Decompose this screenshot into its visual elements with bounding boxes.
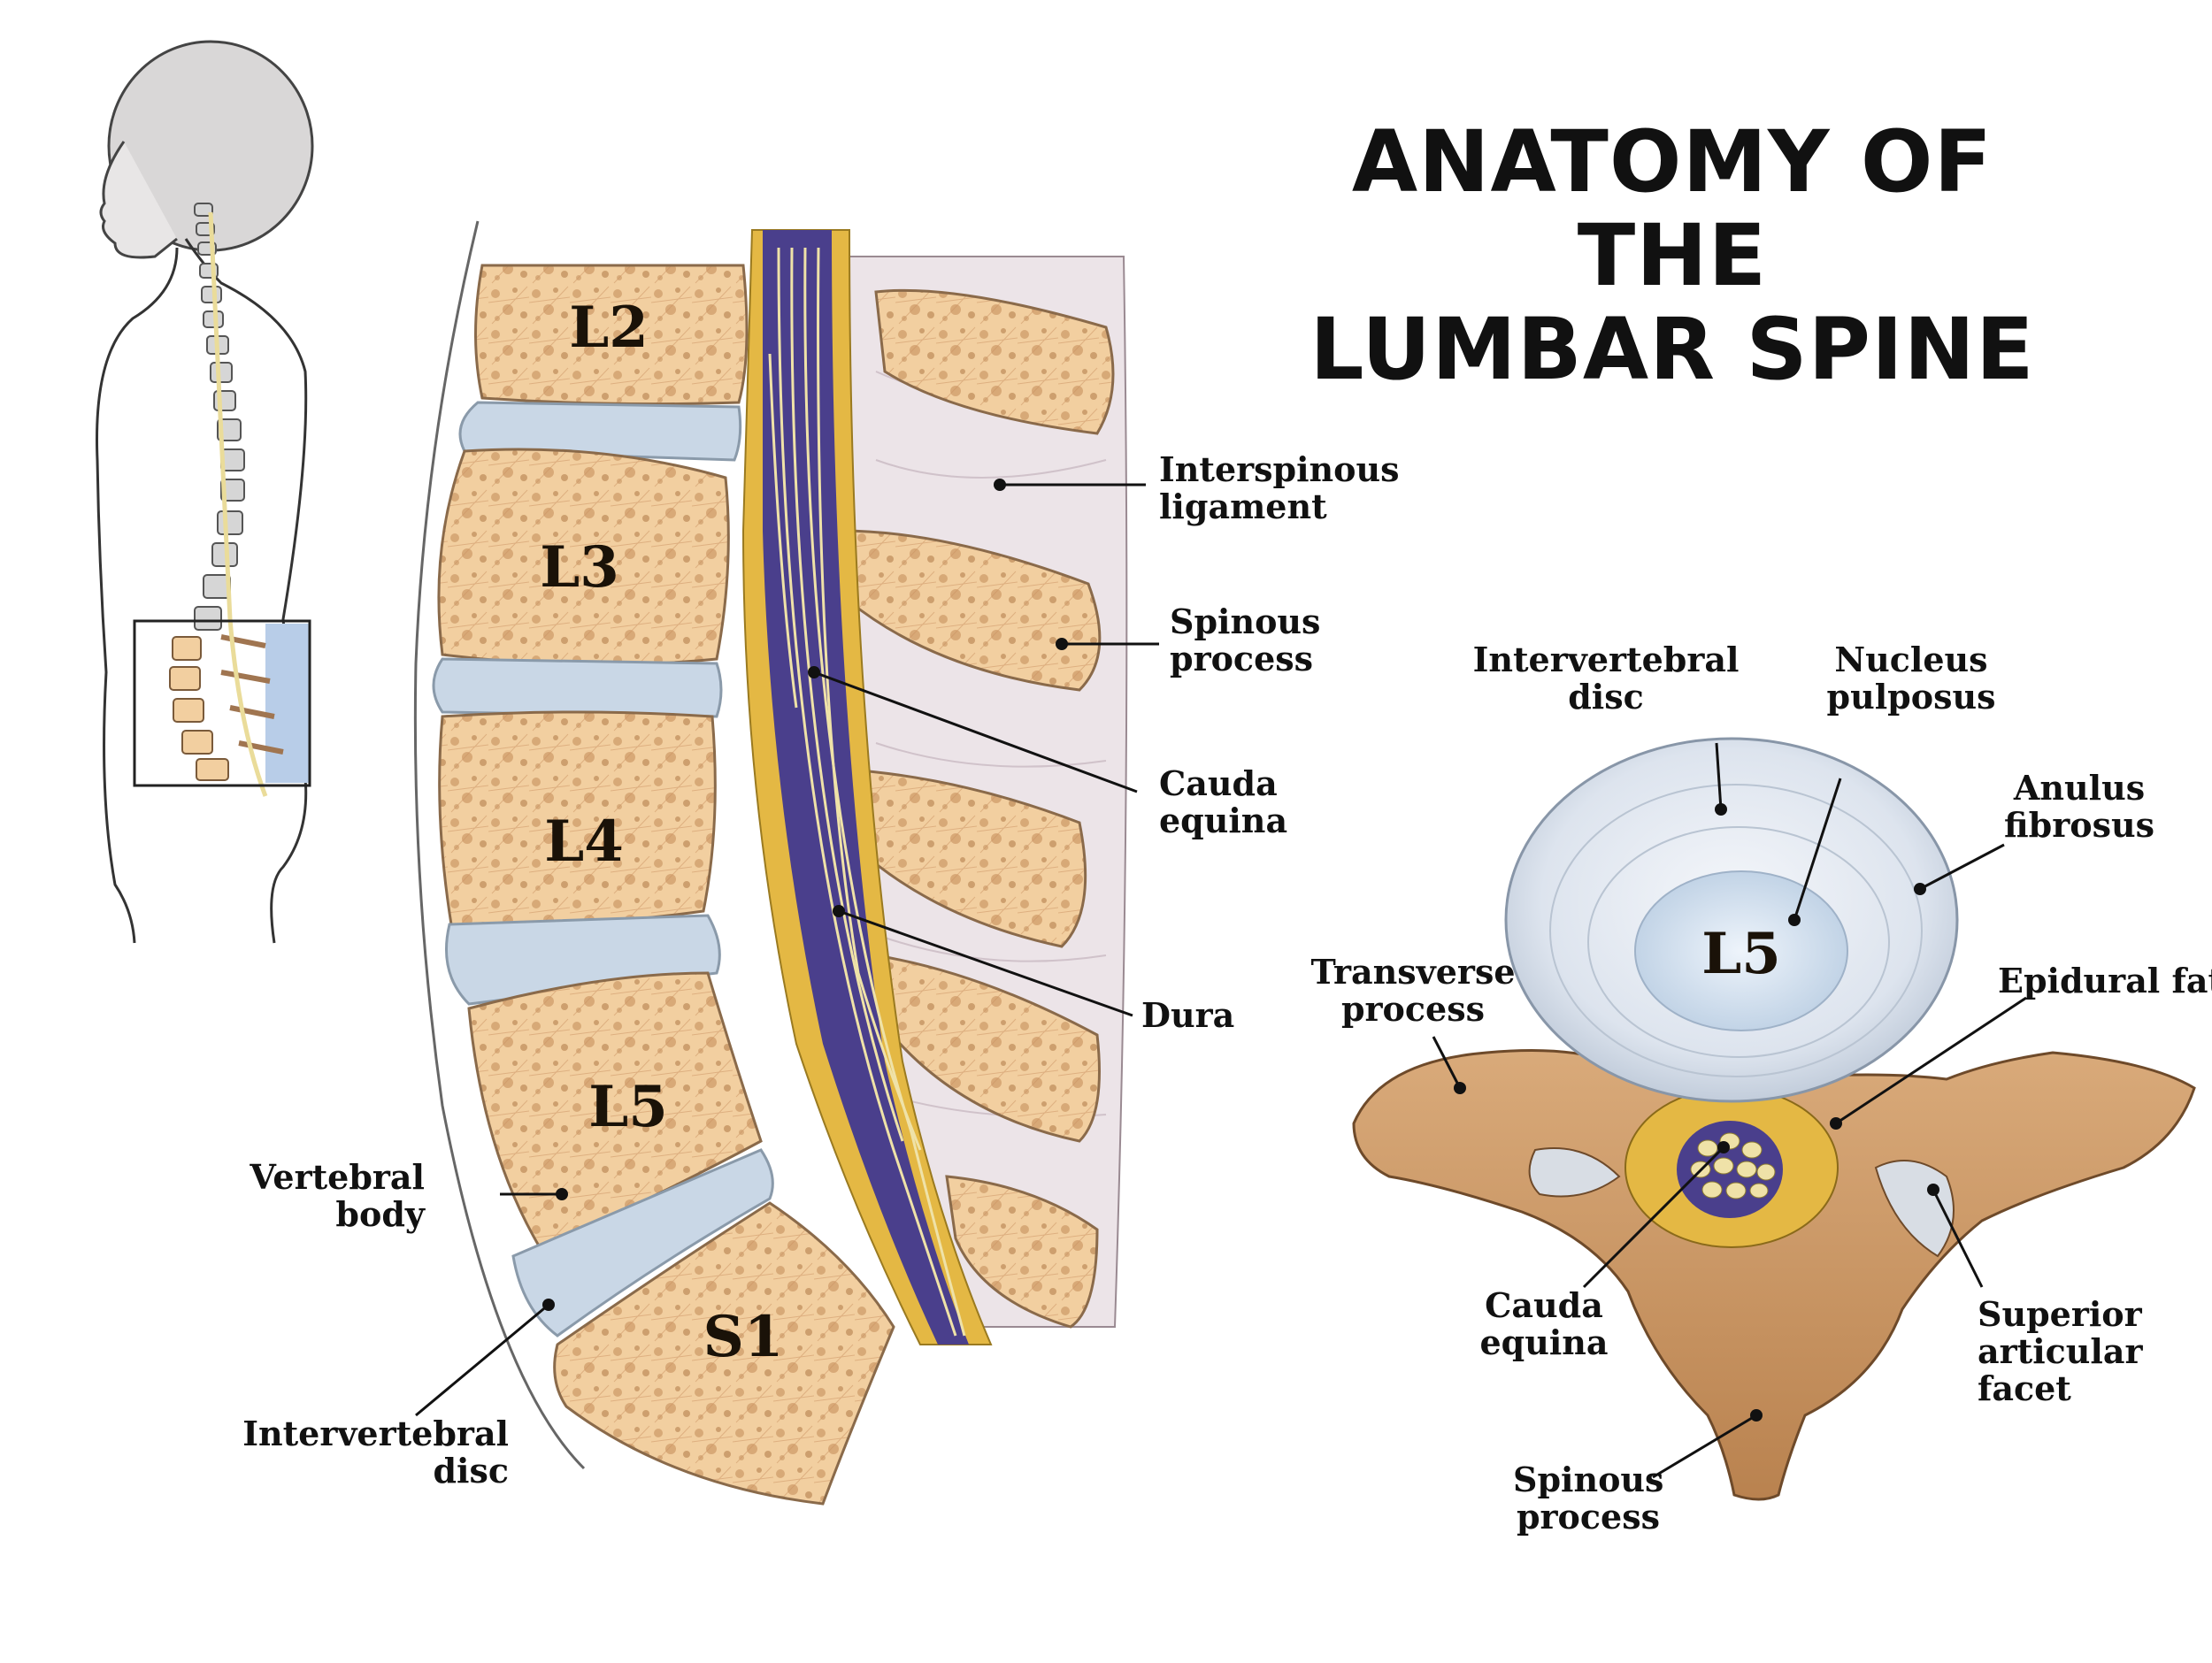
vertebra-l4 — [438, 710, 717, 927]
vertebra-l3 — [437, 448, 730, 666]
anulus-ring-1 — [1549, 784, 1923, 1077]
title-line-1: ANATOMY OF THE — [1351, 112, 1993, 305]
page-title: ANATOMY OF THE LUMBAR SPINE — [1274, 115, 2070, 396]
vertebra-l2 — [474, 264, 749, 406]
lumbar-zoom-box — [133, 619, 311, 787]
label-spinous-process-sagittal: Spinous process — [1170, 602, 1321, 678]
disc-l5-s1 — [511, 1148, 774, 1337]
spinal-cord-inset — [208, 211, 268, 797]
lumbar-highlight-area — [265, 624, 310, 783]
cauda-equina-sagittal — [768, 247, 966, 1337]
leader-dots — [542, 479, 1939, 1422]
leader-lines — [415, 483, 2027, 1479]
label-superior-articular-facet: Superior articular facet — [1978, 1294, 2143, 1408]
vertebra-label-l2: L2 — [569, 295, 649, 361]
vertebra-label-l4: L4 — [544, 809, 624, 875]
nucleus-pulposus-axial — [1634, 870, 1848, 1031]
vertebra-label-axial-l5: L5 — [1701, 921, 1781, 987]
label-nucleus-pulposus: Nucleus pulposus — [1826, 640, 1996, 717]
label-intervertebral-disc-axial: Intervertebral disc — [1472, 640, 1740, 717]
label-cauda-equina-sagittal: Cauda equina — [1159, 763, 1288, 840]
cauda-equina-axial — [1690, 1132, 1776, 1199]
disc-l4-l5 — [444, 914, 721, 1006]
label-cauda-equina-axial: Cauda equina — [1479, 1285, 1609, 1362]
vertebra-label-l3: L3 — [540, 534, 619, 601]
vertebra-l5 — [467, 971, 763, 1249]
label-transverse-process: Transverse process — [1310, 952, 1516, 1029]
label-intervertebral-disc-sagittal: Intervertebral disc — [242, 1414, 509, 1491]
sagittal-section: L2 L3 L4 L5 S1 — [413, 220, 1128, 1506]
axial-section: L5 — [1352, 737, 2196, 1501]
label-epidural-fat: Epidural fat — [1998, 961, 2212, 1000]
title-line-2: LUMBAR SPINE — [1310, 300, 2035, 399]
disc-l3-l4 — [432, 657, 723, 718]
vertebra-s1 — [553, 1201, 895, 1506]
lumbar-vertebrae-inset — [169, 634, 284, 781]
anulus-ring-2 — [1587, 826, 1890, 1058]
vertebral-bodies — [432, 264, 895, 1506]
face-outline — [99, 141, 178, 259]
dura-sagittal — [763, 230, 969, 1345]
label-dura: Dura — [1141, 995, 1235, 1035]
body-outline — [96, 238, 308, 944]
body-silhouette-inset — [96, 40, 314, 944]
label-vertebral-body: Vertebral body — [250, 1157, 425, 1234]
facet-left — [1528, 1147, 1621, 1198]
vertebra-label-l5: L5 — [588, 1074, 668, 1140]
spinous-processes — [839, 288, 1115, 1329]
label-anulus-fibrosus: Anulus fibrosus — [2004, 768, 2154, 845]
label-spinous-process-axial: Spinous process — [1513, 1460, 1664, 1537]
label-interspinous-ligament: Interspinous ligament — [1159, 449, 1400, 526]
vertebra-label-s1: S1 — [703, 1304, 784, 1370]
anterior-ligament-outline — [413, 220, 586, 1470]
